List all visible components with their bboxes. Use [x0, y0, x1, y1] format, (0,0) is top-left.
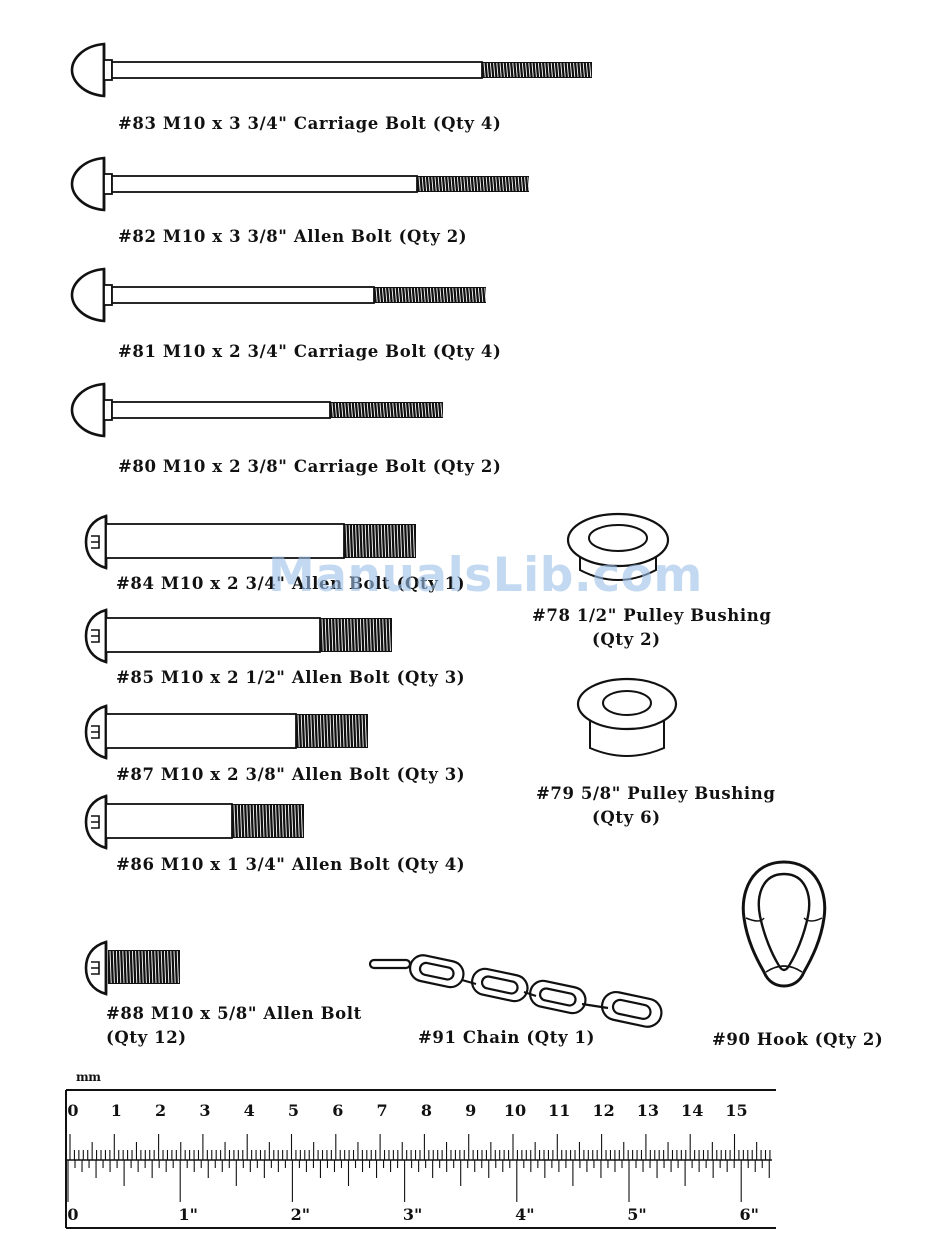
allen-bolt-87-drawing — [84, 704, 386, 764]
part-87-label: #87 M10 x 2 3/8" Allen Bolt (Qty 3) — [116, 765, 466, 784]
chain-91-drawing — [368, 950, 678, 1030]
carriage-bolt-81-drawing — [70, 267, 487, 323]
allen-bolt-86-drawing — [84, 794, 326, 854]
ruler-cm-label: 9 — [465, 1101, 477, 1120]
part-78-label: #78 1/2" Pulley Bushing — [532, 606, 772, 625]
part-84-label: #84 M10 x 2 3/4" Allen Bolt (Qty 1) — [116, 574, 466, 593]
part-80-label: #80 M10 x 2 3/8" Carriage Bolt (Qty 2) — [118, 457, 502, 476]
part-78-qty: (Qty 2) — [592, 630, 661, 649]
allen-bolt-82-drawing — [70, 156, 530, 212]
part-81-label: #81 M10 x 2 3/4" Carriage Bolt (Qty 4) — [118, 342, 502, 361]
ruler-inch-label: 2" — [290, 1205, 311, 1224]
part-86-label: #86 M10 x 1 3/4" Allen Bolt (Qty 4) — [116, 855, 466, 874]
allen-bolt-84-drawing — [84, 514, 426, 574]
ruler-unit-label: mm — [76, 1070, 101, 1084]
carriage-bolt-83-drawing — [70, 42, 592, 98]
ruler-inch-label: 3" — [402, 1205, 423, 1224]
ruler-inch-label: 5" — [627, 1205, 647, 1224]
part-83-label: #83 M10 x 3 3/4" Carriage Bolt (Qty 4) — [118, 114, 502, 133]
ruler-graphic — [65, 1089, 776, 1229]
ruler-inch-label: 6" — [739, 1205, 759, 1224]
ruler-inch-label: 1" — [178, 1205, 198, 1224]
part-88-label: #88 M10 x 5/8" Allen Bolt — [106, 1004, 362, 1023]
pulley-bushing-79-drawing — [576, 676, 678, 760]
measurement-ruler — [65, 1088, 776, 1232]
ruler-cm-label: 6 — [332, 1101, 344, 1120]
allen-bolt-88-drawing — [84, 940, 196, 1000]
part-85-label: #85 M10 x 2 1/2" Allen Bolt (Qty 3) — [116, 668, 466, 687]
ruler-cm-label: 2 — [155, 1101, 167, 1120]
ruler-cm-label: 11 — [548, 1101, 571, 1120]
part-82-label: #82 M10 x 3 3/8" Allen Bolt (Qty 2) — [118, 227, 468, 246]
ruler-cm-label: 13 — [636, 1101, 660, 1120]
part-90-label: #90 Hook (Qty 2) — [712, 1030, 884, 1049]
ruler-cm-label: 14 — [681, 1101, 704, 1120]
ruler-inch-label: 0 — [67, 1205, 79, 1224]
ruler-cm-label: 8 — [420, 1101, 432, 1120]
carriage-bolt-80-drawing — [70, 382, 443, 438]
ruler-cm-label: 5 — [287, 1101, 300, 1120]
ruler-cm-label: 12 — [592, 1101, 615, 1120]
ruler-cm-label: 10 — [503, 1101, 527, 1120]
ruler-inch-label: 4" — [515, 1205, 535, 1224]
ruler-cm-label: 15 — [725, 1101, 748, 1120]
part-88-qty: (Qty 12) — [106, 1028, 187, 1047]
ruler-cm-label: 3 — [199, 1101, 211, 1120]
part-79-label: #79 5/8" Pulley Bushing — [536, 784, 776, 803]
ruler-cm-label: 4 — [243, 1101, 255, 1120]
allen-bolt-85-drawing — [84, 608, 406, 668]
ruler-cm-label: 0 — [67, 1101, 79, 1120]
pulley-bushing-78-drawing — [566, 510, 670, 588]
ruler-cm-label: 7 — [376, 1101, 388, 1120]
ruler-cm-label: 1 — [110, 1101, 122, 1120]
hook-90-drawing — [738, 860, 830, 990]
part-91-label: #91 Chain (Qty 1) — [418, 1028, 595, 1047]
part-79-qty: (Qty 6) — [592, 808, 661, 827]
